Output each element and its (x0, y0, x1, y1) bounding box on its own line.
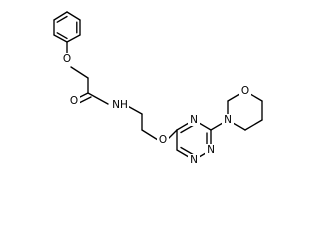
bond-benzene-4 (66, 34, 81, 43)
morpholine-ring (210, 90, 263, 131)
linker-and-amide (66, 41, 178, 141)
bond-oxygen-to-ch2 (70, 66, 89, 79)
bond-carbonyl-to-nitrogen (87, 92, 109, 105)
structure-diagram: O O N H O N N N N O (53, 11, 263, 166)
atom-labels: O O N H O N N N N O (61, 53, 251, 166)
bond-ch2-b-to-ether-o (141, 129, 159, 141)
nitrogen-morpholine-label: N (224, 114, 232, 126)
bond-carbonyl-to-oxygen-2 (78, 96, 92, 104)
oxygen-phenoxy-label: O (63, 53, 71, 65)
nitrogen-amide-label: N (112, 99, 120, 111)
bond-benzene-1 (53, 11, 68, 21)
bond-triazine-double-3 (180, 146, 195, 156)
oxygen-morpholine-label: O (241, 85, 249, 97)
benzene-ring (53, 11, 81, 43)
oxygen-carbonyl-label: O (70, 95, 78, 107)
oxygen-ether-label: O (159, 134, 167, 146)
nitrogen-triazine-top-label: N (190, 114, 198, 126)
bond-benzene-double-1 (56, 15, 68, 23)
bond-benzene-5 (53, 34, 68, 43)
nitrogen-triazine-bottom-label: N (190, 154, 198, 166)
bond-triazine-double-1 (180, 124, 195, 134)
nitrogen-triazine-right-label: N (207, 144, 215, 156)
bond-benzene-double-3 (56, 32, 68, 40)
bond-benzene-2 (66, 11, 81, 21)
hydrogen-amide-label: H (120, 99, 128, 111)
bond-morpholine-5 (244, 119, 263, 131)
